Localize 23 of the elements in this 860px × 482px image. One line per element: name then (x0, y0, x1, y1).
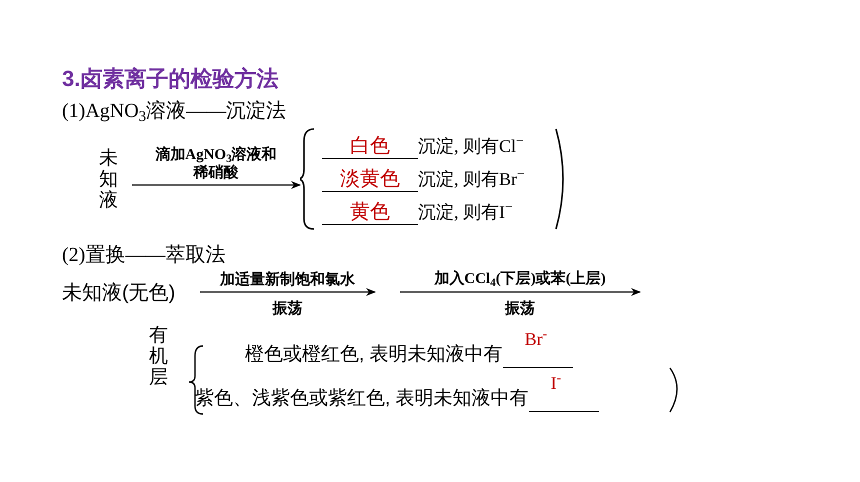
section-heading: (2)置换——萃取法 (62, 244, 226, 266)
answer-text: I$^{-}$ (550, 370, 562, 395)
edge-note: 振荡 (505, 299, 535, 319)
arrow (132, 181, 301, 189)
result-text: 橙色或橙红色, 表明未知液中有 (245, 343, 503, 367)
vertical-text: 有机层 (149, 326, 168, 389)
result-text: 沉淀, 则有Cl$^{−}$ (418, 133, 524, 158)
edge-label: 加适量新制饱和氯水 (220, 271, 355, 289)
edge-label: 滴加AgNO$_{3}$溶液和稀硝酸 (154, 146, 278, 182)
answer-blank: 白色 (322, 132, 418, 159)
edge-note: 振荡 (272, 299, 302, 319)
arrow (200, 288, 376, 296)
node-text: 未知液(无色) (62, 282, 176, 304)
section-heading: (1)AgNO$_{3}$溶液——沉淀法 (62, 100, 286, 122)
vertical-text: 未知液 (99, 149, 118, 212)
result-text: 沉淀, 则有Br$^{−}$ (418, 166, 525, 191)
result-text: 沉淀, 则有I$^{−}$ (418, 199, 513, 224)
result-text: 紫色、浅紫色或紫红色, 表明未知液中有 (195, 387, 529, 411)
answer-blank: 淡黄色 (322, 165, 418, 192)
answer-text: Br$^{-}$ (524, 326, 548, 351)
answer-blank: 黄色 (322, 198, 418, 225)
arrow-label: 加入CCl$_{4}$(下层)或苯(上层) (434, 269, 606, 290)
title: 3.卤素离子的检验方法 (62, 65, 278, 93)
